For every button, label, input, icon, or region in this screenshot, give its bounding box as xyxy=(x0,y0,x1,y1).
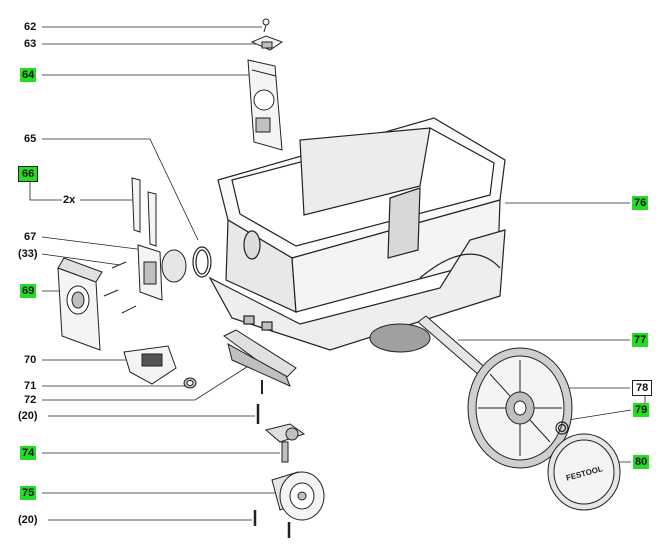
rear-wheel-hidden xyxy=(369,323,431,353)
callout-20-upper: (20) xyxy=(18,410,38,422)
callout-66-quantity: 2x xyxy=(63,194,76,206)
callout-67: 67 xyxy=(24,231,37,243)
retaining-ring-part xyxy=(555,421,569,435)
hub-cap-part: FESTOOL xyxy=(547,433,621,511)
callout-63: 63 xyxy=(24,38,37,50)
filter-plate-part xyxy=(247,59,283,151)
callout-20-lower: (20) xyxy=(18,514,38,526)
callout-65: 65 xyxy=(24,133,37,145)
callout-70: 70 xyxy=(24,354,37,366)
mount-plate-part xyxy=(223,329,297,387)
leader-67 xyxy=(41,236,146,251)
container-body-part xyxy=(208,117,506,351)
callout-76: 76 xyxy=(632,196,649,210)
leader-79 xyxy=(567,409,632,421)
leader-72 xyxy=(42,364,251,401)
motor-housing-part xyxy=(137,244,187,301)
leader-65 xyxy=(42,138,199,241)
leader-66-bracket xyxy=(29,180,62,201)
brackets-part xyxy=(131,177,157,247)
callout-62: 62 xyxy=(24,21,37,33)
control-panel-part xyxy=(57,257,103,351)
callout-69: 69 xyxy=(20,284,37,298)
callout-75: 75 xyxy=(20,486,37,500)
callout-77: 77 xyxy=(632,333,649,347)
callout-79: 79 xyxy=(633,403,650,417)
callout-64: 64 xyxy=(20,68,37,82)
wheel-part xyxy=(467,347,573,469)
callout-72: 72 xyxy=(24,394,37,406)
callout-78: 78 xyxy=(632,380,653,396)
screws-part xyxy=(103,261,137,314)
callout-80: 80 xyxy=(633,455,650,469)
axle-part xyxy=(417,315,490,378)
switch-part xyxy=(123,345,177,385)
latch-part xyxy=(250,35,284,51)
knob-part xyxy=(183,377,197,389)
spring-clip-part xyxy=(262,18,270,33)
callout-66: 66 xyxy=(18,166,39,182)
leader-33 xyxy=(41,253,121,266)
seal-ring-part xyxy=(192,246,212,278)
swivel-plate-part xyxy=(264,423,306,463)
caster-wheel-part xyxy=(271,471,325,521)
callout-74: 74 xyxy=(20,446,37,460)
callout-71: 71 xyxy=(24,380,37,392)
callout-33: (33) xyxy=(18,248,38,260)
